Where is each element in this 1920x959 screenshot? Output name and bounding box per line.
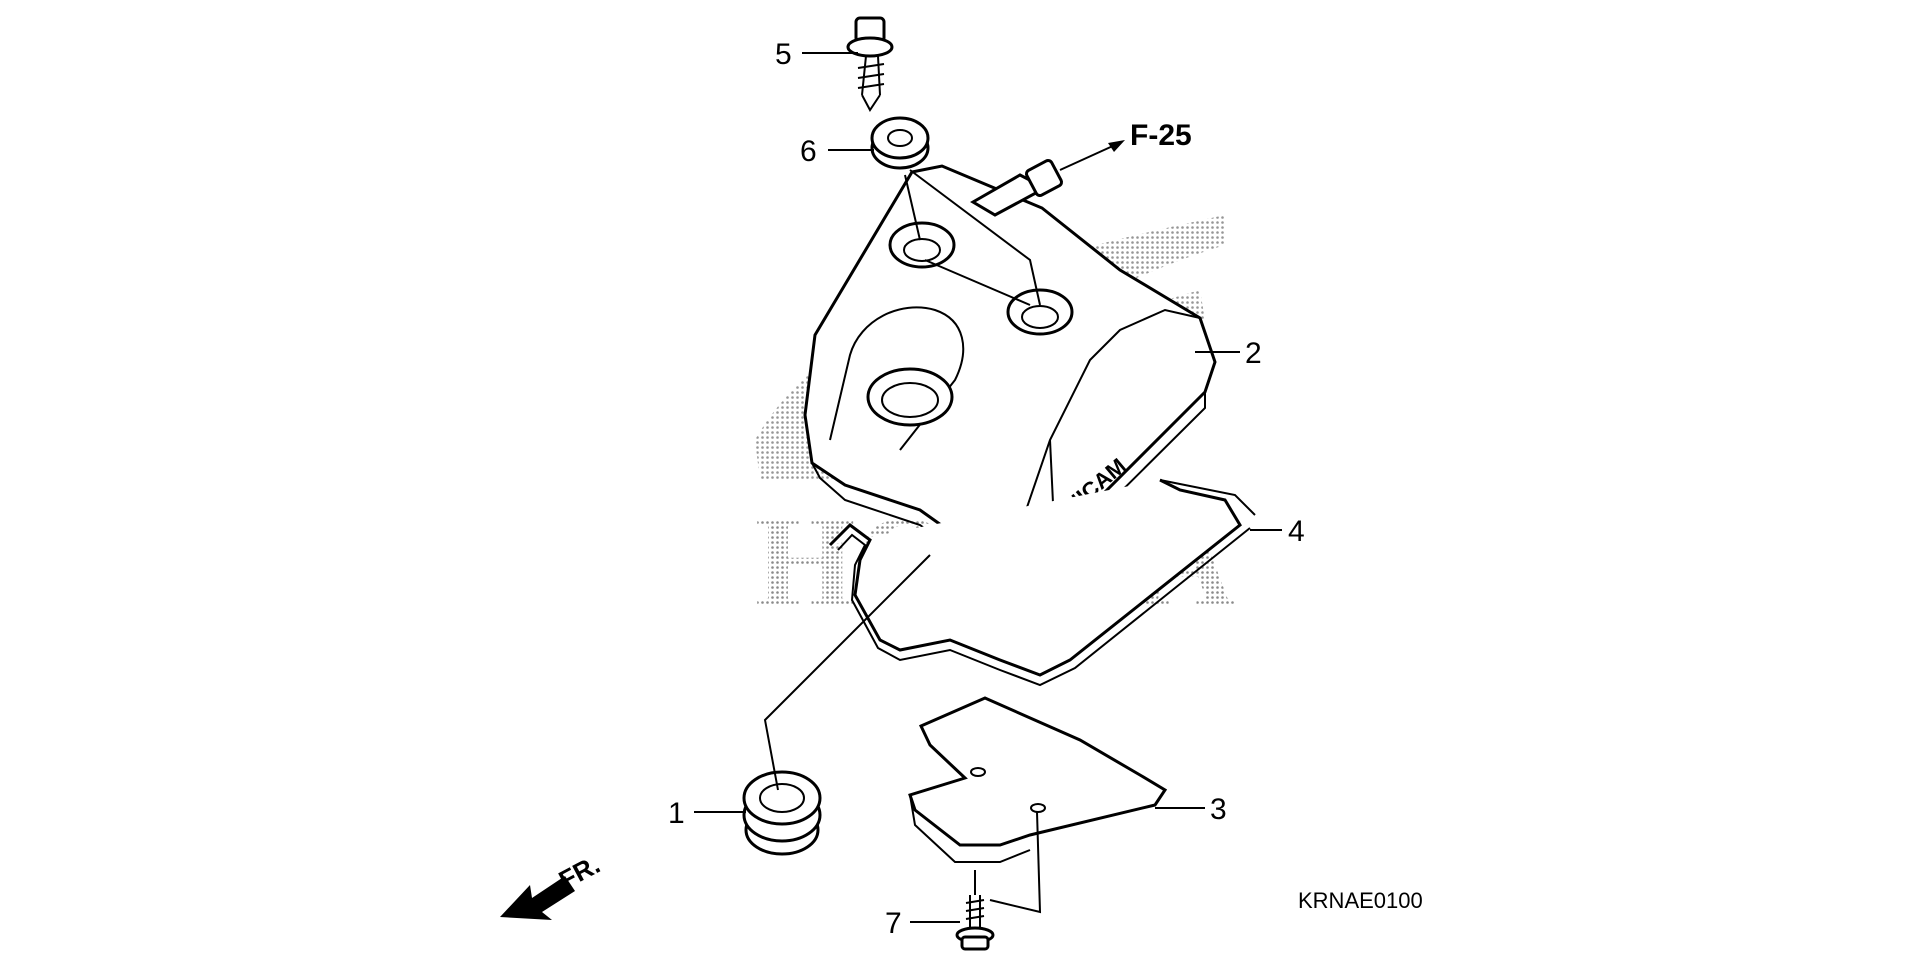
callout-labels: 5 6 2 4 3 1 7 F-25 (668, 38, 1305, 940)
callout-7: 7 (885, 907, 902, 940)
callout-3: 3 (1210, 793, 1227, 826)
front-direction-arrow-icon: FR. (500, 849, 605, 920)
leader-lines (694, 52, 1282, 923)
callout-1: 1 (668, 797, 685, 830)
bolt-part-5 (846, 16, 894, 112)
callout-5: 5 (775, 38, 792, 71)
bolt-part-7 (955, 895, 995, 951)
callout-2: 2 (1245, 337, 1262, 370)
head-cover-gasket (828, 478, 1256, 687)
grommet-part-1 (742, 770, 822, 856)
cylinder-head-cover: UNICAM (803, 158, 1217, 575)
reference-f25: F-25 (1130, 119, 1192, 152)
callout-6: 6 (800, 135, 817, 168)
seal-washer-part-6 (870, 116, 930, 170)
guard-plate-part-3 (908, 696, 1168, 863)
diagram-code: KRNAE0100 (1298, 888, 1423, 913)
callout-4: 4 (1288, 515, 1305, 548)
